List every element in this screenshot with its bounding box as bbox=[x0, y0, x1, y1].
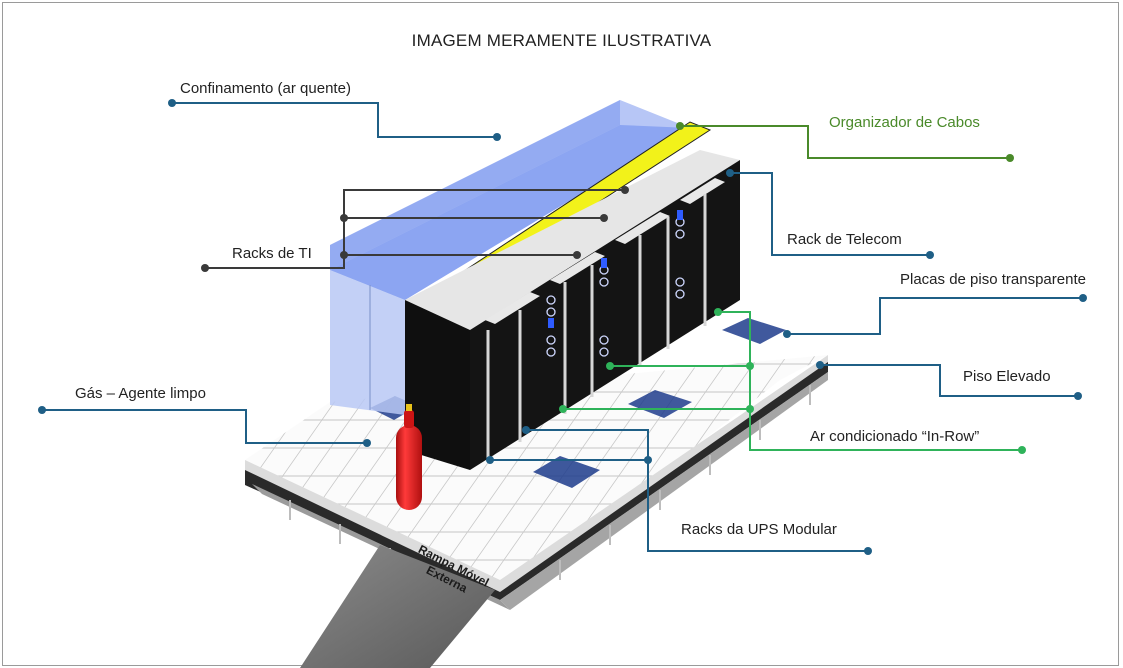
label-placas-piso: Placas de piso transparente bbox=[900, 271, 1086, 288]
callout-confinamento bbox=[172, 102, 497, 138]
callouts bbox=[42, 102, 1083, 552]
callout-organizador bbox=[680, 125, 1010, 159]
callout-piso bbox=[820, 364, 1078, 397]
label-rack-telecom: Rack de Telecom bbox=[787, 231, 902, 248]
external-ramp bbox=[300, 545, 495, 668]
callout-telecom bbox=[730, 172, 930, 256]
label-confinamento: Confinamento (ar quente) bbox=[180, 80, 351, 97]
callout-ar-cond bbox=[718, 311, 1022, 451]
callout-ups bbox=[526, 429, 868, 552]
callout-racks-ti bbox=[205, 189, 625, 269]
label-piso-elevado: Piso Elevado bbox=[963, 368, 1051, 385]
label-racks-ups: Racks da UPS Modular bbox=[681, 521, 837, 538]
fire-suppression-cylinder bbox=[396, 404, 422, 510]
label-racks-ti: Racks de TI bbox=[232, 245, 312, 262]
callout-dots bbox=[38, 99, 1087, 555]
label-organizador-cabos: Organizador de Cabos bbox=[829, 114, 980, 131]
callout-gas bbox=[42, 409, 367, 444]
rack-row bbox=[405, 150, 740, 470]
label-gas: Gás – Agente limpo bbox=[75, 385, 206, 402]
label-ar-condicionado: Ar condicionado “In-Row” bbox=[810, 428, 980, 445]
callout-placas bbox=[787, 297, 1083, 335]
hot-aisle-containment bbox=[330, 100, 690, 415]
diagram-title: IMAGEM MERAMENTE ILUSTRATIVA bbox=[411, 31, 712, 50]
